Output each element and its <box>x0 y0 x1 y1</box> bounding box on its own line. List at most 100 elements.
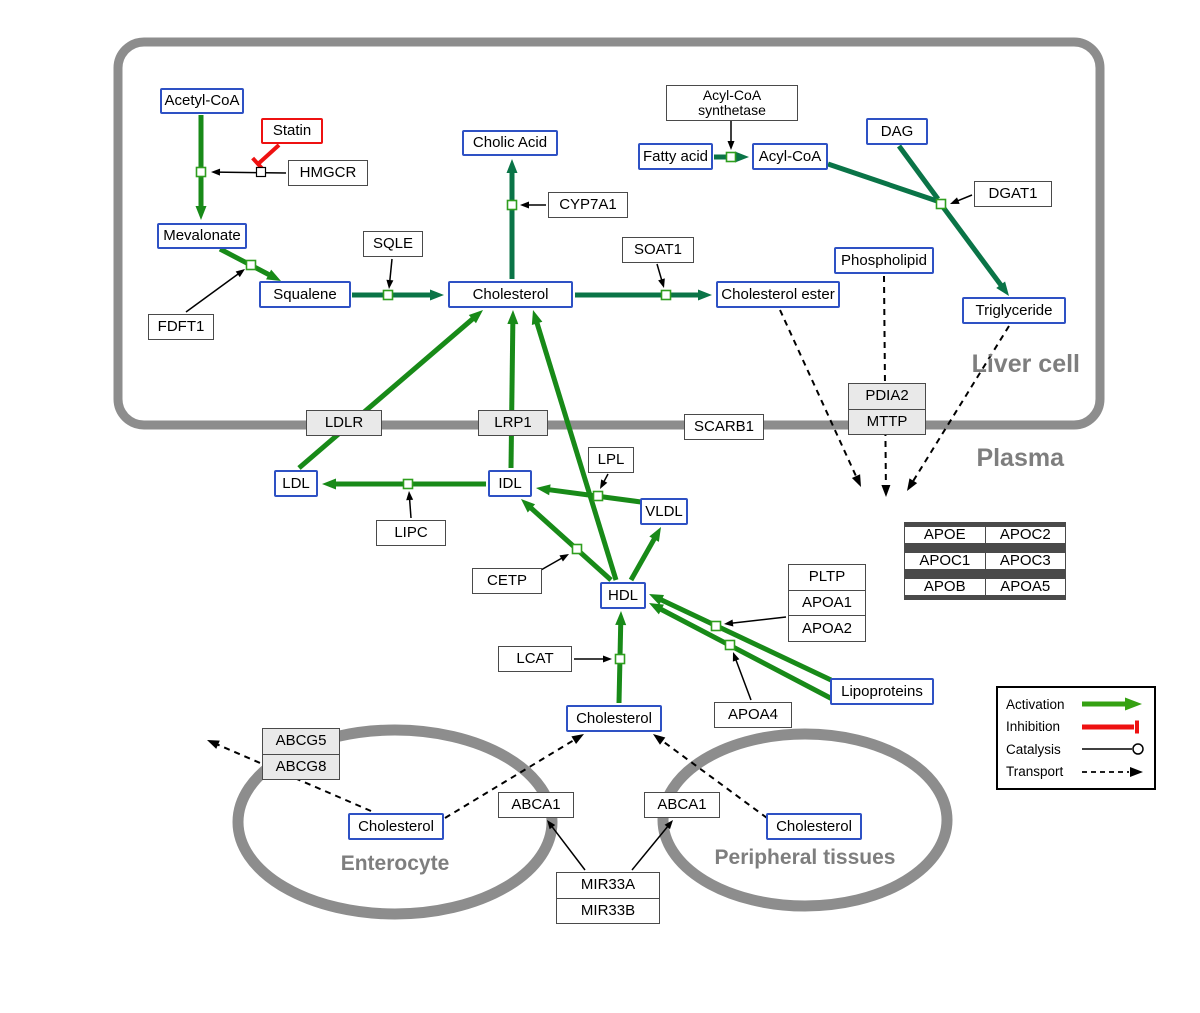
activation-arrow-icon <box>1082 697 1142 711</box>
legend-label-activation: Activation <box>1006 696 1065 712</box>
stack-row-abcg5[interactable]: ABCG5 <box>263 729 339 754</box>
node-cholesterol-peripheral[interactable]: Cholesterol <box>766 813 862 840</box>
node-sqle[interactable]: SQLE <box>363 231 423 257</box>
edge-apoa4-catalysis <box>734 657 752 701</box>
edge-mir33->abca1-left <box>550 824 586 871</box>
arrowhead-acetyl-coa->mevalonate <box>195 206 207 220</box>
reaction-node-lipoproteins->hdl-1[interactable] <box>710 620 722 632</box>
arrowhead-fatty-acid->acyl-coa <box>735 151 749 163</box>
node-ldl[interactable]: LDL <box>274 470 318 497</box>
table-cell-apoc2[interactable]: APOC2 <box>985 527 1065 544</box>
arrowhead-pltp-apoa-catalysis <box>724 619 734 627</box>
node-triglyceride[interactable]: Triglyceride <box>962 297 1066 324</box>
node-apoa4[interactable]: APOA4 <box>714 702 792 728</box>
node-phospholipid[interactable]: Phospholipid <box>834 247 934 274</box>
node-soat1[interactable]: SOAT1 <box>622 237 694 263</box>
edge-cholesterol-ester->plasma <box>779 309 859 480</box>
edge-cholesterol-enterocyte->plasma <box>444 737 577 819</box>
edge-cetp-catalysis <box>540 556 565 571</box>
node-lipc[interactable]: LIPC <box>376 520 446 546</box>
stack-row-apoa1[interactable]: APOA1 <box>789 589 865 616</box>
arrowhead-cholesterol-peripheral->plasma <box>653 734 666 745</box>
table-cell-apoe[interactable]: APOE <box>905 527 985 544</box>
reaction-node-hdl->idl[interactable] <box>571 543 583 555</box>
node-cholesterol-ester[interactable]: Cholesterol ester <box>716 281 840 308</box>
catalysis-port <box>255 166 267 178</box>
stack-row-pltp[interactable]: PLTP <box>789 565 865 590</box>
node-idl[interactable]: IDL <box>488 470 532 497</box>
edge-lipoproteins->hdl-2 <box>657 605 840 705</box>
stack-row-apoa2[interactable]: APOA2 <box>789 615 865 642</box>
table-cell-apoc1[interactable]: APOC1 <box>905 553 985 569</box>
node-cholesterol-plasma[interactable]: Cholesterol <box>566 705 662 732</box>
node-cyp7a1[interactable]: CYP7A1 <box>548 192 628 218</box>
node-scarb1[interactable]: SCARB1 <box>684 414 764 440</box>
edge-sqle-catalysis <box>388 258 393 284</box>
node-cholic-acid[interactable]: Cholic Acid <box>462 130 558 156</box>
arrowhead-lipoproteins->hdl-1 <box>649 594 665 605</box>
reaction-node-tg-reaction->triglyceride[interactable] <box>935 198 947 210</box>
table-cell-apoc3[interactable]: APOC3 <box>985 553 1065 569</box>
stack-row-mir33b[interactable]: MIR33B <box>557 897 659 923</box>
edge-soat1-catalysis <box>656 263 664 283</box>
node-dag[interactable]: DAG <box>866 118 928 145</box>
node-fdft1[interactable]: FDFT1 <box>148 314 214 340</box>
node-cholesterol-liver[interactable]: Cholesterol <box>448 281 573 308</box>
reaction-node-squalene->cholesterol[interactable] <box>382 289 394 301</box>
edge-hdl->vldl <box>628 535 658 582</box>
reaction-node-mevalonate->squalene[interactable] <box>245 259 257 271</box>
edge-phospholipid->plasma <box>883 275 887 489</box>
glyph-arrow <box>1125 697 1142 711</box>
reaction-node-fatty-acid->acyl-coa[interactable] <box>725 151 737 163</box>
compartment-peripheral-tissues <box>657 728 953 912</box>
node-squalene[interactable]: Squalene <box>259 281 351 308</box>
node-vldl[interactable]: VLDL <box>640 498 688 525</box>
node-mevalonate[interactable]: Mevalonate <box>157 223 247 249</box>
node-cetp[interactable]: CETP <box>472 568 542 594</box>
reaction-node-vldl->idl[interactable] <box>592 490 604 502</box>
node-abca1-right[interactable]: ABCA1 <box>644 792 720 818</box>
reaction-node-cholesterol-plasma->hdl[interactable] <box>614 653 626 665</box>
edge-ldl->cholesterol-liver <box>297 315 477 470</box>
compartment-liver-cell <box>113 37 1105 430</box>
node-cholesterol-enterocyte[interactable]: Cholesterol <box>348 813 444 840</box>
node-abca1-left[interactable]: ABCA1 <box>498 792 574 818</box>
node-ldlr[interactable]: LDLR <box>306 410 382 436</box>
edge-fdft1-catalysis <box>185 271 241 313</box>
reaction-node-cholesterol->cholesterol-ester[interactable] <box>660 289 672 301</box>
node-statin[interactable]: Statin <box>261 118 323 144</box>
edge-hdl->cholesterol-liver <box>533 319 619 581</box>
arrowhead-idl->ldl <box>322 478 336 490</box>
arrowhead-triglyceride->plasma <box>907 478 918 491</box>
node-hdl[interactable]: HDL <box>600 582 646 609</box>
node-lrp1[interactable]: LRP1 <box>478 410 548 436</box>
node-dgat1[interactable]: DGAT1 <box>974 181 1052 207</box>
table-cell-apob[interactable]: APOB <box>905 579 985 595</box>
node-acetyl-coa[interactable]: Acetyl-CoA <box>160 88 244 114</box>
stack-row-mir33a[interactable]: MIR33A <box>557 873 659 898</box>
reaction-node-idl->ldl[interactable] <box>402 478 414 490</box>
reaction-node-cholesterol->cholic-acid[interactable] <box>506 199 518 211</box>
node-lpl[interactable]: LPL <box>588 447 634 473</box>
reaction-node-acetyl-coa->mevalonate[interactable] <box>195 166 207 178</box>
node-hmgcr[interactable]: HMGCR <box>288 160 368 186</box>
node-fatty-acid[interactable]: Fatty acid <box>638 143 713 170</box>
stack-row-pdia2[interactable]: PDIA2 <box>849 384 925 409</box>
arrowhead-vldl->idl <box>536 484 551 496</box>
table-cell-apoa5[interactable]: APOA5 <box>985 579 1065 595</box>
node-lipoproteins[interactable]: Lipoproteins <box>830 678 934 705</box>
node-lcat[interactable]: LCAT <box>498 646 572 672</box>
node-acyl-coa[interactable]: Acyl-CoA <box>752 143 828 170</box>
stack-row-mttp[interactable]: MTTP <box>849 408 925 434</box>
compartment-label-enterocyte: Enterocyte <box>340 852 450 875</box>
reaction-node-lipoproteins->hdl-2[interactable] <box>724 639 736 651</box>
arrowhead-fdft1-catalysis <box>235 269 245 278</box>
stack-row-abcg8[interactable]: ABCG8 <box>263 753 339 779</box>
